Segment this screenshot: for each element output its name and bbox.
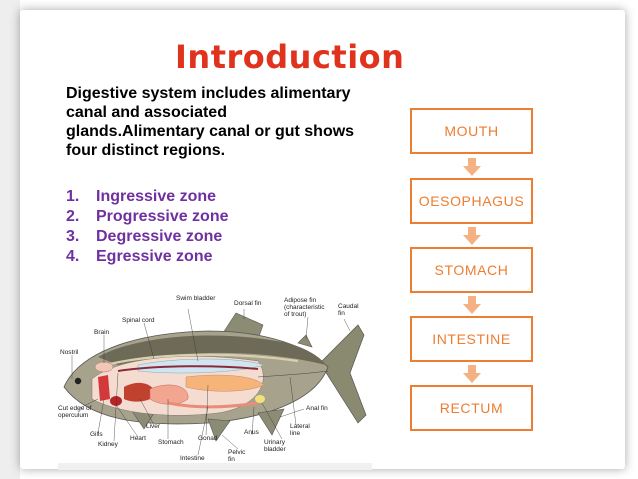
label-stomach: Stomach — [158, 439, 184, 446]
label-nostril: Nostril — [60, 349, 79, 356]
label-intestine: Intestine — [180, 455, 205, 462]
flow-step-mouth: MOUTH — [410, 108, 533, 154]
zone-item: 2. Progressive zone — [66, 207, 229, 227]
label-gonad: Gonad — [198, 435, 218, 442]
label-gills: Gills — [90, 431, 103, 438]
label-heart: Heart — [130, 435, 146, 442]
label-dorsal-fin: Dorsal fin — [234, 300, 262, 307]
zone-label: Ingressive zone — [96, 188, 217, 205]
zone-number: 3. — [66, 228, 80, 245]
zone-label: Progressive zone — [96, 208, 229, 225]
intro-text: Digestive system includes alimentary can… — [66, 85, 355, 159]
label-cut-edge: Cut edge of operculum — [58, 405, 92, 419]
zone-item: 1. Ingressive zone — [66, 187, 229, 207]
down-arrow-icon — [463, 158, 481, 176]
flow-step-intestine: INTESTINE — [410, 316, 533, 362]
label-lateral-line: Lateral line — [290, 423, 310, 437]
label-adipose-fin: Adipose fin (characteristic of trout) — [284, 297, 325, 318]
slide-title: Introduction — [175, 38, 405, 76]
flow-step-rectum: RECTUM — [410, 385, 533, 431]
zone-label: Degressive zone — [96, 228, 223, 245]
label-urinary-bladder: Urinary bladder — [264, 439, 286, 453]
down-arrow-icon — [463, 296, 481, 314]
zone-number: 4. — [66, 248, 80, 265]
label-caudal-fin: Caudal fin — [338, 303, 359, 317]
zone-list: 1. Ingressive zone 2. Progressive zone 3. D… — [66, 187, 229, 267]
zone-item: 3. Degressive zone — [66, 227, 229, 247]
zone-number: 2. — [66, 208, 80, 225]
label-liver: Liver — [146, 423, 161, 430]
zone-number: 1. — [66, 188, 80, 205]
diagram-baseline — [58, 463, 372, 470]
label-swim-bladder: Swim bladder — [176, 295, 216, 302]
down-arrow-icon — [463, 365, 481, 383]
flow-step-stomach: STOMACH — [410, 247, 533, 293]
label-anus: Anus — [244, 429, 259, 436]
flow-step-oesophagus: OESOPHAGUS — [410, 178, 533, 224]
zone-label: Egressive zone — [96, 248, 213, 265]
fish-illustration — [63, 308, 367, 456]
label-kidney: Kidney — [98, 441, 118, 448]
label-brain: Brain — [94, 329, 110, 336]
down-arrow-icon — [463, 227, 481, 245]
zone-item: 4. Egressive zone — [66, 247, 229, 267]
label-pelvic-fin: Pelvic fin — [228, 449, 246, 463]
left-rail — [0, 0, 20, 479]
label-spinal-cord: Spinal cord — [122, 317, 155, 324]
label-anal-fin: Anal fin — [306, 405, 328, 412]
fish-anatomy-diagram: Swim bladder Dorsal fin Adipose fin (cha… — [58, 295, 372, 470]
